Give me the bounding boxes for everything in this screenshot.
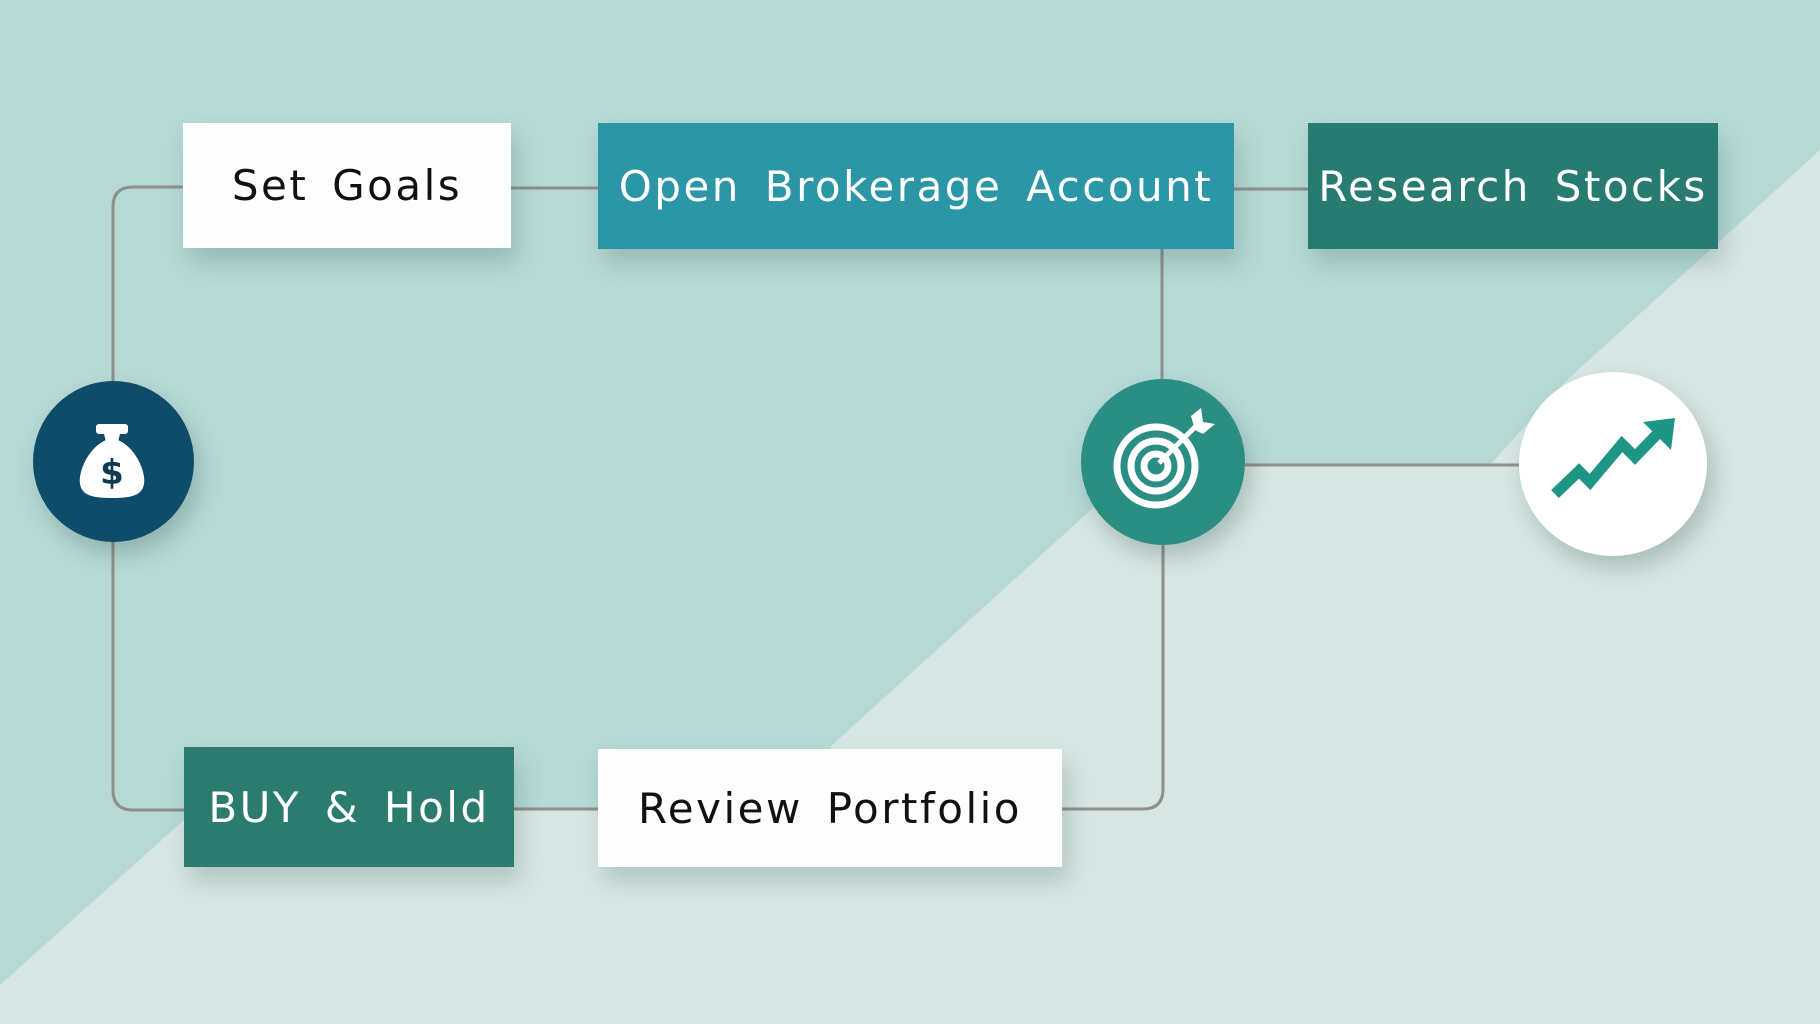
- trend-up-arrow-icon: [1551, 418, 1675, 498]
- step-label: Set Goals: [231, 161, 463, 210]
- target-icon: [1113, 408, 1215, 509]
- step-label: Open Brokerage Account: [618, 161, 1214, 211]
- connector-money-to-set-goals: [111, 185, 184, 381]
- connector-buy-to-money: [111, 542, 184, 812]
- connector-target-to-review: [1062, 545, 1165, 811]
- step-buy-and-hold[interactable]: BUY & Hold: [184, 747, 514, 867]
- svg-text:$: $: [100, 453, 124, 493]
- step-set-goals[interactable]: Set Goals: [183, 123, 511, 248]
- background-light-region: [0, 150, 1820, 1024]
- step-research-stocks[interactable]: Research Stocks: [1308, 123, 1718, 249]
- step-review-portfolio[interactable]: Review Portfolio: [598, 749, 1062, 867]
- step-label: Review Portfolio: [638, 783, 1022, 833]
- step-open-brokerage-account[interactable]: Open Brokerage Account: [598, 123, 1234, 249]
- money-bag-icon: $: [79, 423, 144, 498]
- node-growth[interactable]: [1519, 372, 1707, 556]
- node-target[interactable]: [1081, 379, 1245, 545]
- step-label: BUY & Hold: [208, 782, 490, 832]
- node-money[interactable]: $: [33, 381, 194, 542]
- step-label: Research Stocks: [1318, 161, 1708, 211]
